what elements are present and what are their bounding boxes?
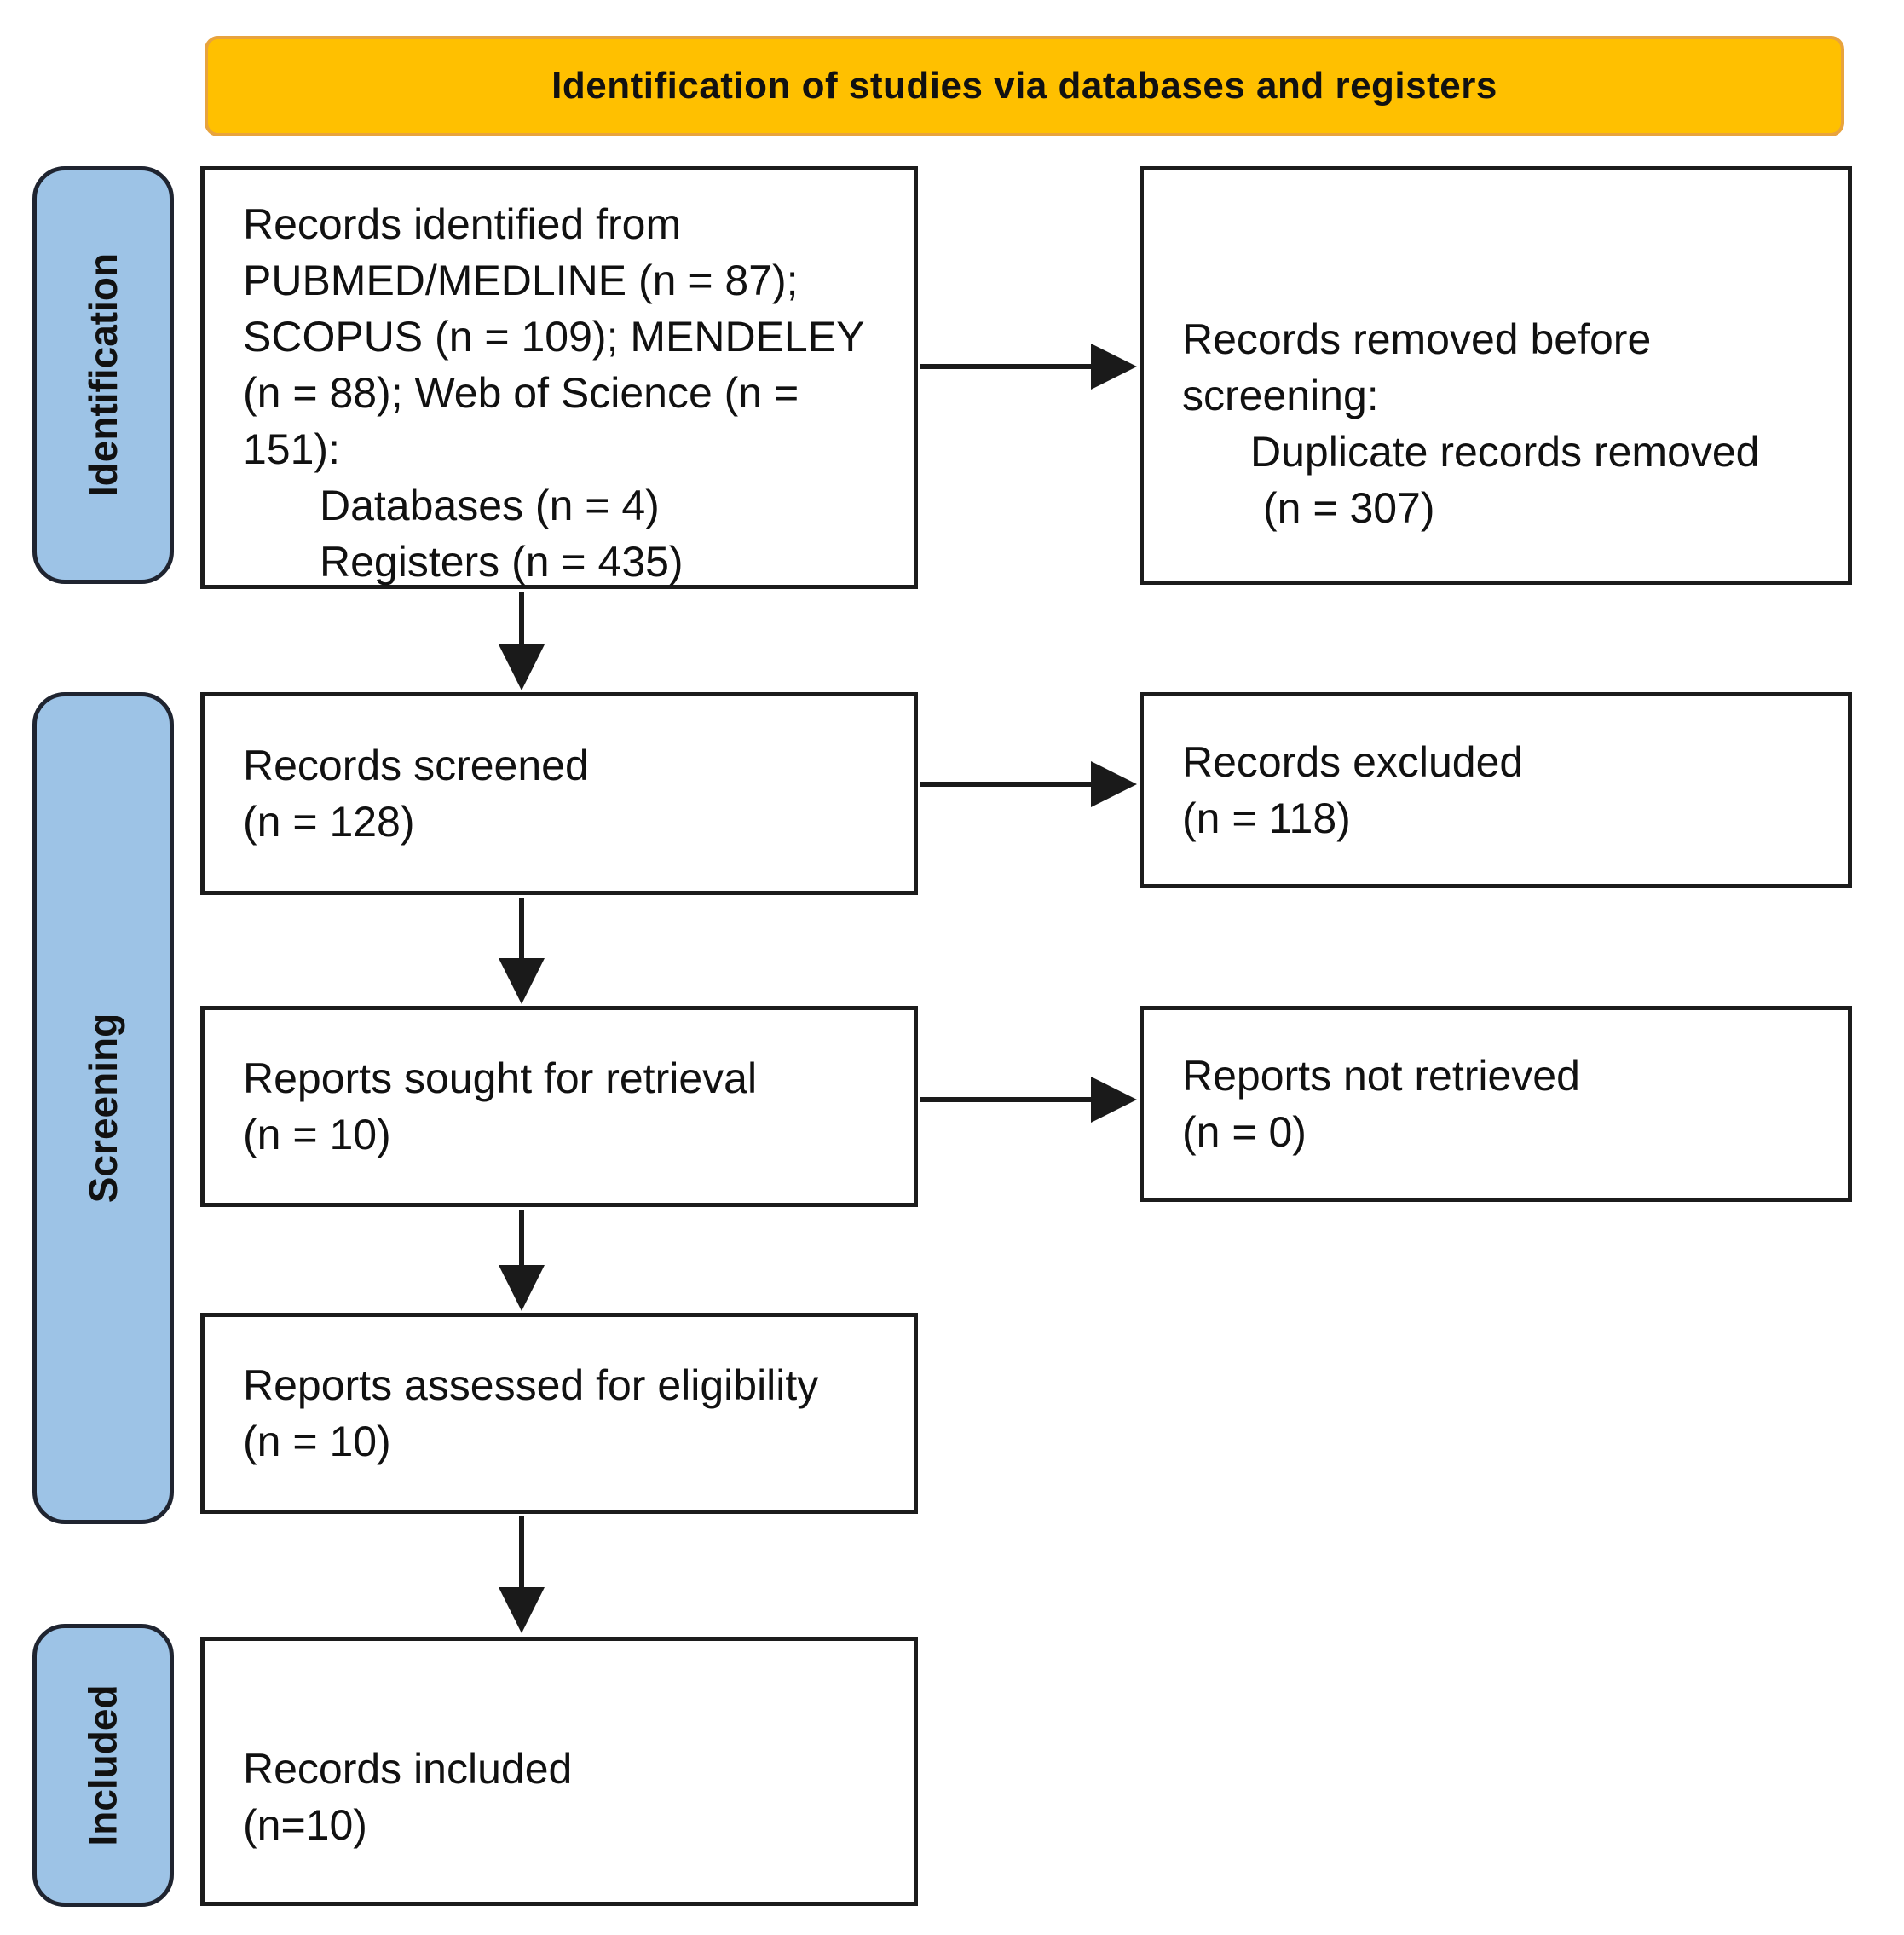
records-included-text: Records included — [243, 1745, 573, 1793]
arrow-identified-to-screened — [499, 592, 545, 690]
stage-label-identification-text: Identification — [81, 252, 126, 498]
records-removed-box: Records removed before screening: Duplic… — [1140, 166, 1852, 585]
diagram-title: Identification of studies via databases … — [551, 65, 1497, 107]
records-screened-box: Records screened (n = 128) — [200, 692, 918, 895]
reports-assessed-box: Reports assessed for eligibility (n = 10… — [200, 1313, 918, 1514]
records-included-count: (n=10) — [243, 1801, 367, 1849]
stage-label-screening-text: Screening — [81, 1013, 126, 1204]
duplicate-records-removed-count: (n = 307) — [1263, 484, 1435, 532]
reports-not-retrieved-box: Reports not retrieved (n = 0) — [1140, 1006, 1852, 1202]
reports-sought-count: (n = 10) — [243, 1111, 391, 1158]
stage-label-included-text: Included — [81, 1684, 125, 1846]
records-excluded-box: Records excluded (n = 118) — [1140, 692, 1852, 888]
reports-assessed-count: (n = 10) — [243, 1418, 391, 1465]
reports-not-retrieved-text: Reports not retrieved — [1182, 1052, 1580, 1100]
reports-sought-text: Reports sought for retrieval — [243, 1054, 758, 1102]
diagram-title-banner: Identification of studies via databases … — [205, 36, 1844, 136]
arrow-assessed-to-included — [499, 1516, 545, 1633]
records-excluded-count: (n = 118) — [1182, 794, 1351, 842]
reports-assessed-text: Reports assessed for eligibility — [243, 1361, 819, 1409]
records-identified-registers: Registers (n = 435) — [320, 538, 684, 586]
arrow-sought-to-assessed — [499, 1210, 545, 1311]
records-removed-text: Records removed before screening: — [1182, 315, 1652, 419]
reports-not-retrieved-count: (n = 0) — [1182, 1108, 1307, 1156]
records-identified-text: Records identified from PUBMED/MEDLINE (… — [243, 200, 864, 473]
records-screened-count: (n = 128) — [243, 798, 415, 846]
records-screened-text: Records screened — [243, 742, 589, 789]
arrow-sought-to-not-retrieved — [920, 1077, 1137, 1123]
arrow-identified-to-removed — [920, 344, 1137, 390]
stage-label-included: Included — [32, 1624, 174, 1907]
arrow-screened-to-sought — [499, 898, 545, 1004]
stage-label-screening: Screening — [32, 692, 174, 1524]
duplicate-records-removed-text: Duplicate records removed — [1250, 428, 1760, 476]
stage-label-identification: Identification — [32, 166, 174, 584]
records-included-box: Records included (n=10) — [200, 1637, 918, 1906]
records-excluded-text: Records excluded — [1182, 738, 1524, 786]
arrow-screened-to-excluded — [920, 761, 1137, 807]
records-identified-databases: Databases (n = 4) — [320, 482, 660, 529]
reports-sought-box: Reports sought for retrieval (n = 10) — [200, 1006, 918, 1207]
records-identified-box: Records identified from PUBMED/MEDLINE (… — [200, 166, 918, 589]
